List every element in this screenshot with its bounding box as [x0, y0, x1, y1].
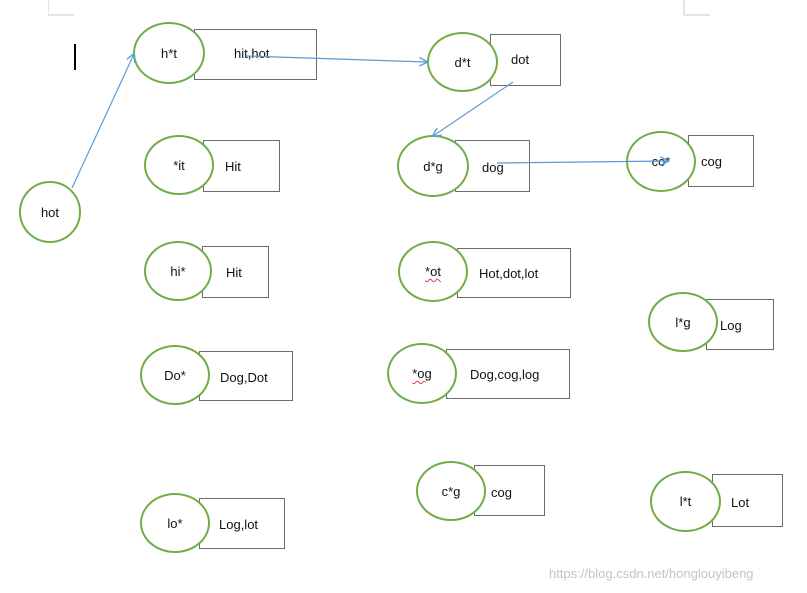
- node-box-label: cog: [491, 485, 512, 500]
- node-d-star-t: d*t: [427, 32, 498, 92]
- node-star-it: *it: [144, 135, 214, 195]
- node-label: hot: [40, 204, 60, 220]
- node-box: Hot,dot,lot: [457, 248, 571, 298]
- node-box-label: dot: [511, 52, 530, 67]
- node-l-star-t: l*t: [650, 471, 721, 532]
- node-d-star-g: d*g: [397, 135, 469, 197]
- node-label: h*t: [161, 45, 177, 61]
- node-box-label: hit,hot: [234, 46, 270, 61]
- node-box: Dog,Dot: [199, 351, 293, 401]
- node-h-star-t: h*t: [133, 22, 205, 84]
- node-box-label: Log,lot: [219, 517, 259, 532]
- watermark: https://blog.csdn.net/honglouyibeng: [549, 566, 754, 581]
- node-label: c*g: [441, 483, 461, 499]
- node-box-label: cog: [701, 154, 722, 169]
- node-box: Hit: [202, 246, 269, 298]
- node-box: Lot: [712, 474, 783, 527]
- node-label: hi*: [170, 263, 186, 279]
- page-corner-mark-right: [683, 0, 710, 16]
- node-c-star-g: c*g: [416, 461, 486, 521]
- node-box-label: Hot,dot,lot: [479, 266, 539, 281]
- node-label: *og: [412, 366, 432, 381]
- node-box: dot: [490, 34, 561, 86]
- node-box-label: Hit: [226, 265, 242, 280]
- node-star-og: *og: [387, 343, 457, 404]
- node-box: cog: [688, 135, 754, 187]
- node-l-star-g: l*g: [648, 292, 718, 352]
- node-box: Hit: [203, 140, 280, 192]
- node-label: d*g: [423, 158, 443, 174]
- text-cursor: [74, 44, 76, 70]
- page-corner-mark-left: [48, 0, 74, 16]
- node-box-label: Dog,cog,log: [470, 367, 540, 382]
- node-co-star: co*: [626, 131, 696, 192]
- node-box-label: dog: [482, 160, 504, 175]
- node-box-label: Hit: [225, 159, 241, 174]
- node-box: Log,lot: [199, 498, 285, 549]
- node-hi-star: hi*: [144, 241, 212, 301]
- node-label: Do*: [164, 367, 186, 383]
- node-label: lo*: [167, 515, 183, 531]
- node-lo-star: lo*: [140, 493, 210, 553]
- edge-hot-to-h-star-t: [71, 54, 134, 189]
- node-box: hit,hot: [194, 29, 317, 80]
- node-star-ot: *ot: [398, 241, 468, 302]
- node-hot: hot: [19, 181, 81, 243]
- node-label: d*t: [454, 54, 471, 70]
- node-label: l*t: [679, 494, 692, 509]
- node-box-label: Lot: [731, 495, 750, 510]
- node-label: co*: [651, 154, 671, 169]
- node-box-label: Log: [720, 318, 742, 333]
- node-box: Dog,cog,log: [446, 349, 570, 399]
- node-box-label: Dog,Dot: [220, 370, 268, 385]
- node-label: l*g: [675, 314, 691, 330]
- node-do-star: Do*: [140, 345, 210, 405]
- node-label: *ot: [425, 264, 441, 279]
- node-label: *it: [173, 157, 185, 173]
